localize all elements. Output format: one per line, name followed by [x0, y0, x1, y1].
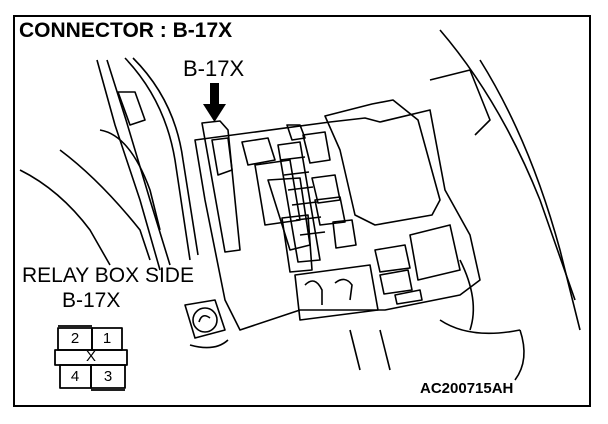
diagram-frame: [13, 15, 591, 407]
bolt: [184, 299, 229, 349]
center-mark: X: [85, 348, 96, 365]
page-title: CONNECTOR : B-17X: [19, 19, 233, 42]
pillar-trim: [19, 57, 199, 271]
side-view-title: RELAY BOX SIDE: [22, 264, 194, 287]
body-panel: [349, 29, 581, 381]
figure-id: AC200715AH: [420, 380, 514, 397]
callout-label: B-17X: [183, 56, 245, 81]
pin-1: 1: [102, 330, 112, 347]
connector-b17x: [201, 120, 241, 253]
pin-3: 3: [103, 368, 113, 385]
pin-2: 2: [70, 330, 80, 347]
relay-box: [194, 99, 481, 331]
down-arrow-icon: [203, 83, 226, 122]
connector-face: [54, 325, 128, 391]
pin-4: 4: [70, 368, 80, 385]
side-view-code: B-17X: [62, 289, 121, 312]
